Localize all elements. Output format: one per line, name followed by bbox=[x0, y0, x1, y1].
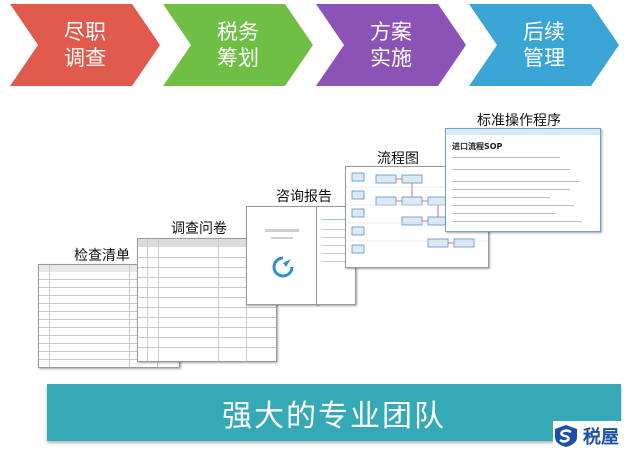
shuiwu-logo: 税屋 bbox=[553, 421, 637, 451]
logo-text: 税屋 bbox=[583, 427, 619, 448]
cover-line bbox=[265, 229, 299, 232]
process-chevron-row: 尽职调查 税务筹划 方案实施 后续管理 bbox=[0, 0, 640, 90]
questionnaire-title: 调查问卷 bbox=[171, 221, 227, 237]
sop-document: 进口流程SOP bbox=[445, 128, 601, 232]
sop-heading: 进口流程SOP bbox=[452, 142, 503, 151]
table-header bbox=[39, 265, 179, 272]
chevron-implementation: 方案实施 bbox=[316, 4, 466, 86]
table-header bbox=[138, 239, 276, 247]
chevron-shape bbox=[163, 4, 313, 86]
chevron-tax-planning: 税务筹划 bbox=[163, 4, 313, 86]
chevron-label: 尽职调查 bbox=[64, 20, 106, 70]
chevron-label: 后续管理 bbox=[523, 20, 565, 70]
checklist-title: 检查清单 bbox=[74, 248, 130, 264]
report-title: 咨询报告 bbox=[276, 189, 332, 205]
sop-toolbar bbox=[446, 129, 600, 135]
chevron-label: 税务筹划 bbox=[217, 20, 259, 70]
cover-line bbox=[271, 237, 293, 239]
chevron-label: 方案实施 bbox=[370, 20, 412, 70]
sop-title: 标准操作程序 bbox=[477, 113, 561, 129]
chevron-due-diligence: 尽职调查 bbox=[10, 4, 160, 86]
report-cover bbox=[246, 206, 318, 305]
swirl-logo-icon bbox=[272, 256, 294, 278]
chevron-follow-up: 后续管理 bbox=[469, 4, 619, 86]
flowchart-title: 流程图 bbox=[377, 151, 419, 167]
team-banner: 强大的专业团队 bbox=[47, 384, 621, 441]
chevron-shape bbox=[10, 4, 160, 86]
chevron-shape bbox=[316, 4, 466, 86]
team-banner-text: 强大的专业团队 bbox=[222, 398, 446, 434]
chevron-shape bbox=[469, 4, 619, 86]
s-shield-icon bbox=[555, 425, 577, 447]
